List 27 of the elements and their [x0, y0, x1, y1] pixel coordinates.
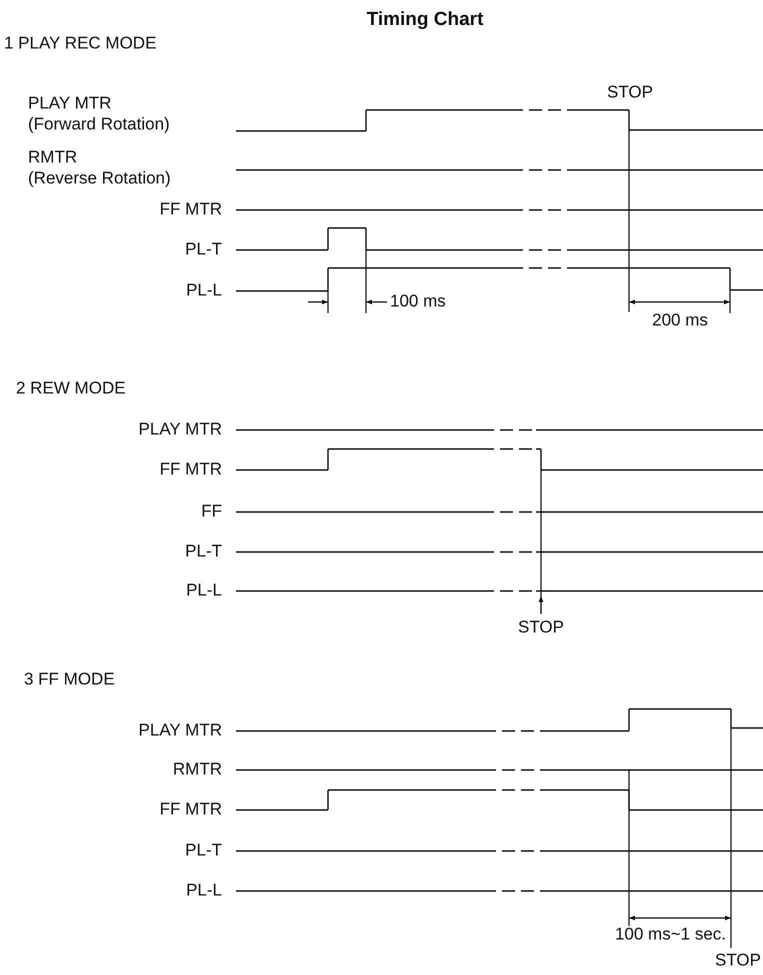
chart-title: Timing Chart	[366, 9, 484, 31]
signal-name: RMTR	[172, 760, 222, 780]
duration-label: 100 ms~1 sec.	[614, 926, 726, 944]
signal-name: PL-T	[185, 542, 222, 562]
signal-note: (Forward Rotation)	[28, 116, 170, 134]
signal-name: PL-L	[186, 282, 222, 300]
signal-name: PL-T	[185, 240, 222, 260]
section-heading: 1 PLAY REC MODE	[4, 34, 156, 54]
signal-name: PL-L	[186, 882, 222, 900]
signal-note: (Reverse Rotation)	[28, 170, 171, 188]
section-heading: 2 REW MODE	[16, 380, 126, 398]
signal-name: FF MTR	[160, 200, 222, 220]
signal-name: PLAY MTR	[138, 420, 222, 440]
signal-name: FF MTR	[160, 800, 222, 820]
stop-label: STOP	[518, 618, 564, 638]
duration-label: 100 ms	[390, 292, 446, 312]
section-heading: 3 FF MODE	[24, 670, 115, 690]
duration-label: 200 ms	[652, 312, 708, 330]
signal-name: FF MTR	[160, 460, 222, 480]
stop-label: STOP	[607, 84, 653, 102]
stop-label: STOP	[715, 952, 761, 970]
signal-name: FF	[201, 502, 222, 522]
signal-name: PLAY MTR	[138, 722, 222, 740]
signal-name: PL-L	[186, 582, 222, 600]
signal-name: PL-T	[185, 842, 222, 860]
signal-name: RMTR	[28, 148, 78, 168]
signal-name: PLAY MTR	[28, 94, 112, 114]
